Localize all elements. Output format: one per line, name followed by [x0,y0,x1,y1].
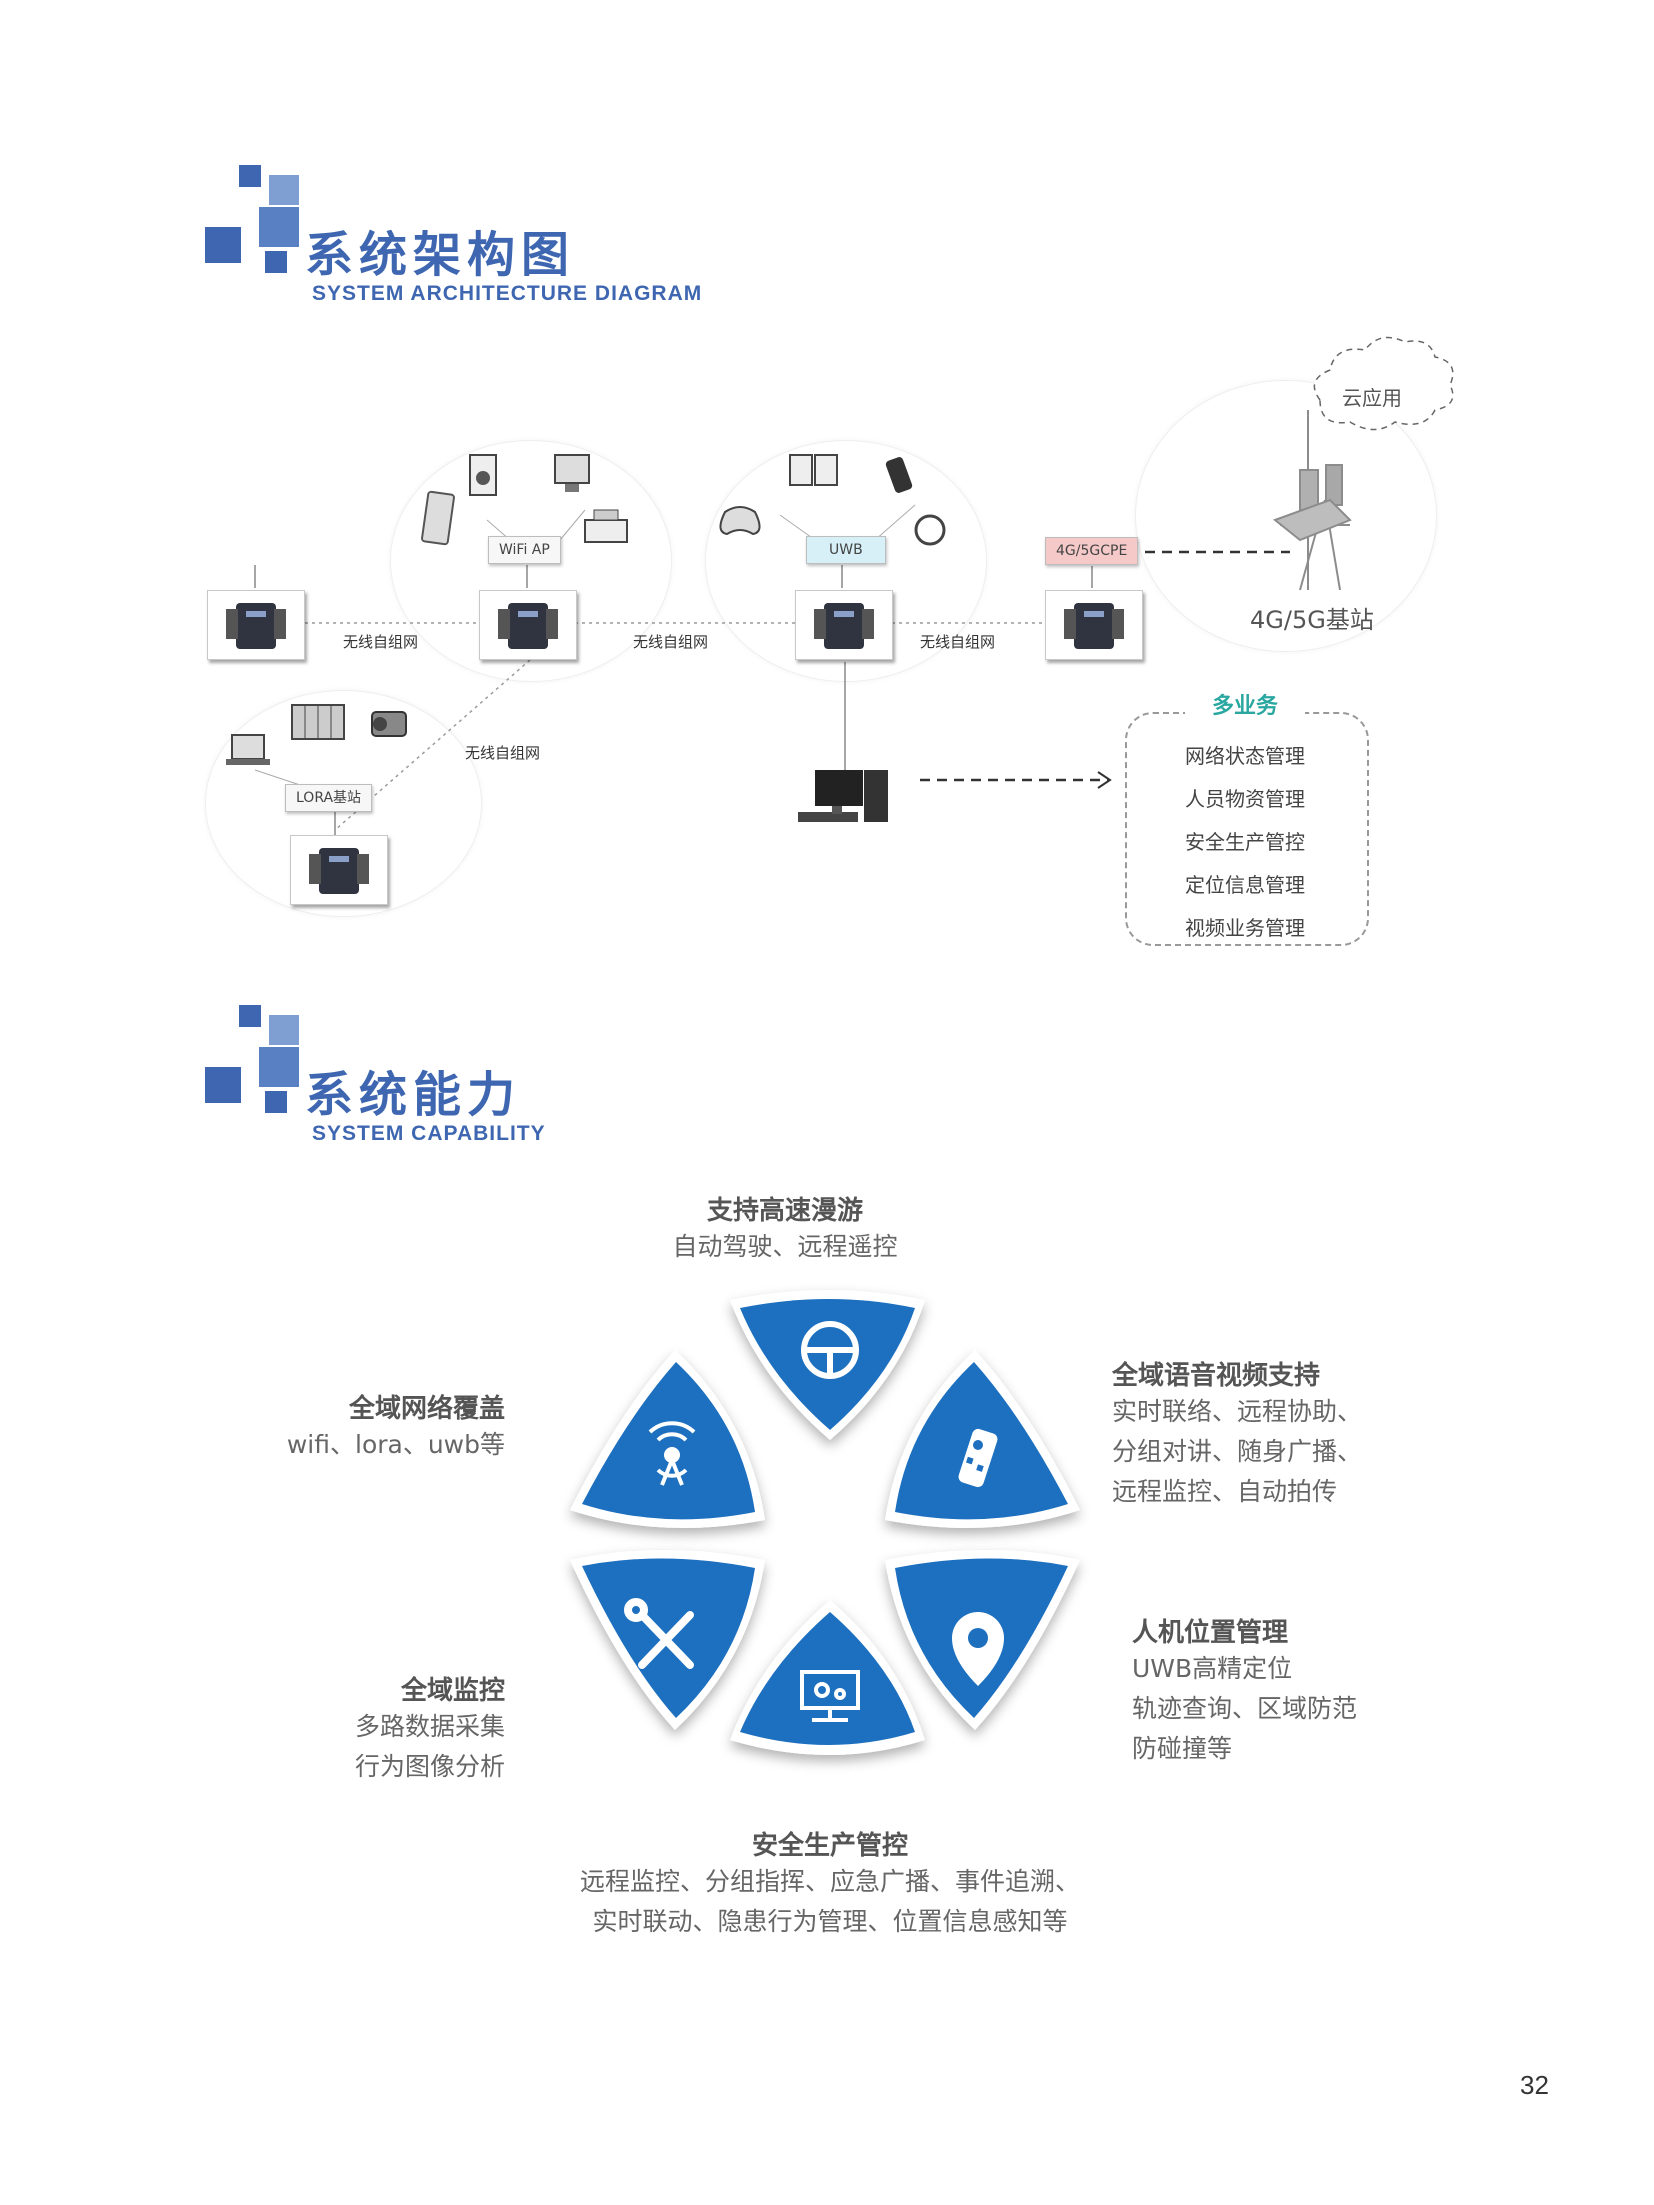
speakers-icon [789,454,838,486]
monitor-icon [554,454,590,492]
lora-tag: LORA基站 [285,784,373,812]
section-subtitle: SYSTEM CAPABILITY [312,1122,546,1145]
petal-coverage [570,1350,765,1528]
cap-desc: 实时联动、隐患行为管理、位置信息感知等 [592,1907,1068,1936]
mesh-link-label: 无线自组网 [343,633,419,651]
location-pin-icon [952,1612,1004,1686]
services-title: 多业务 [1185,688,1305,720]
lora-cluster [205,690,482,917]
cloud-app-label: 云应用 [1342,386,1402,410]
section-logo [205,165,315,275]
antenna-signal-icon [648,1421,696,1486]
cap-safety: 安全生产管控 远程监控、分组指挥、应急广播、事件追溯、 实时联动、隐患行为管理、… [500,1825,1160,1942]
tower-icon [1272,410,1352,591]
mesh-link-label: 无线自组网 [465,744,541,762]
mesh-node [795,590,893,660]
wifi-cluster [390,440,672,682]
service-item: 安全生产管控 [1185,830,1305,854]
cap-desc: 轨迹查询、区域防范 [1132,1694,1358,1723]
cap-monitoring: 全域监控 多路数据采集 行为图像分析 [200,1670,505,1787]
petal-safety [730,1600,925,1755]
mesh-radio-icon [814,603,874,649]
wifi-ap-tag: WiFi AP [488,536,561,564]
capability-wheel [570,1290,1080,1755]
device-icons [226,454,946,822]
cap-title: 全域监控 [400,1676,505,1706]
uwb-tag: UWB [806,536,886,564]
service-item: 定位信息管理 [1185,873,1305,897]
service-item: 人员物资管理 [1185,787,1305,811]
steering-wheel-icon [801,1321,859,1379]
monitor-gear-icon [800,1670,860,1722]
mesh-link-label: 无线自组网 [920,633,996,651]
cap-roaming: 支持高速漫游 自动驾驶、远程遥控 [600,1190,970,1267]
cpe-tag: 4G/5GCPE [1045,537,1139,565]
section-title: 系统架构图 [305,227,576,283]
mesh-radio-icon [498,603,558,649]
cap-desc: 分组对讲、随身广播、 [1112,1437,1363,1466]
camera-icon [371,711,407,737]
page-number: 32 [1520,2070,1549,2100]
cap-desc: 行为图像分析 [354,1752,505,1781]
mesh-node [207,590,305,660]
cap-title: 安全生产管控 [751,1831,908,1861]
cap-desc: 多路数据采集 [354,1712,505,1741]
uwb-cluster [705,440,987,682]
cap-desc: 远程监控、分组指挥、应急广播、事件追溯、 [579,1867,1080,1896]
section-subtitle: SYSTEM ARCHITECTURE DIAGRAM [312,282,703,305]
phone-icon [885,457,913,493]
services-list: 网络状态管理 人员物资管理 安全生产管控 定位信息管理 视频业务管理 [1125,735,1365,950]
cap-title: 全域语音视频支持 [1112,1361,1321,1391]
section-logo [205,1005,315,1115]
cap-desc: UWB高精定位 [1132,1654,1293,1683]
cap-desc: 防碰撞等 [1132,1734,1233,1763]
cap-positioning: 人机位置管理 UWB高精定位 轨迹查询、区域防范 防碰撞等 [1132,1612,1357,1769]
mesh-radio-icon [226,603,286,649]
cap-voice-video: 全域语音视频支持 实时联络、远程协助、 分组对讲、随身广播、 远程监控、自动拍传 [1112,1355,1362,1512]
gamepad-icon [719,506,761,536]
server-rack-icon [291,704,345,740]
laptop-icon [226,734,270,765]
section-title: 系统能力 [305,1067,522,1123]
remote-control-icon [958,1428,998,1488]
wrench-screwdriver-icon [624,1598,694,1669]
base-station-cluster [1135,380,1437,652]
mesh-link-label: 无线自组网 [633,633,709,651]
cap-desc: 自动驾驶、远程遥控 [672,1232,898,1261]
cap-desc: wifi、lora、uwb等 [286,1430,505,1459]
base-station-label: 4G/5G基站 [1250,606,1374,634]
service-item: 网络状态管理 [1185,744,1305,768]
cap-title: 全域网络覆盖 [348,1394,505,1424]
mesh-radio-icon [1064,603,1124,649]
tablet-icon [421,490,455,546]
speaker-icon [469,454,497,496]
architecture-diagram: 云应用 4G/5G基站 WiFi AP UWB 4G/5GCPE LORA基站 … [0,0,1654,1000]
mesh-node [1045,590,1143,660]
mesh-node [290,835,388,905]
cap-title: 支持高速漫游 [706,1196,863,1226]
diagram-links [254,336,1454,835]
desktop-computer-icon [798,770,888,822]
cap-desc: 远程监控、自动拍传 [1112,1477,1338,1506]
cap-coverage: 全域网络覆盖 wifi、lora、uwb等 [200,1388,505,1465]
printer-icon [584,509,628,543]
mesh-node [479,590,577,660]
headset-icon [914,514,946,546]
cap-title: 人机位置管理 [1132,1618,1289,1648]
service-item: 视频业务管理 [1185,916,1305,940]
cap-desc: 实时联络、远程协助、 [1112,1397,1363,1426]
mesh-radio-icon [309,848,369,894]
